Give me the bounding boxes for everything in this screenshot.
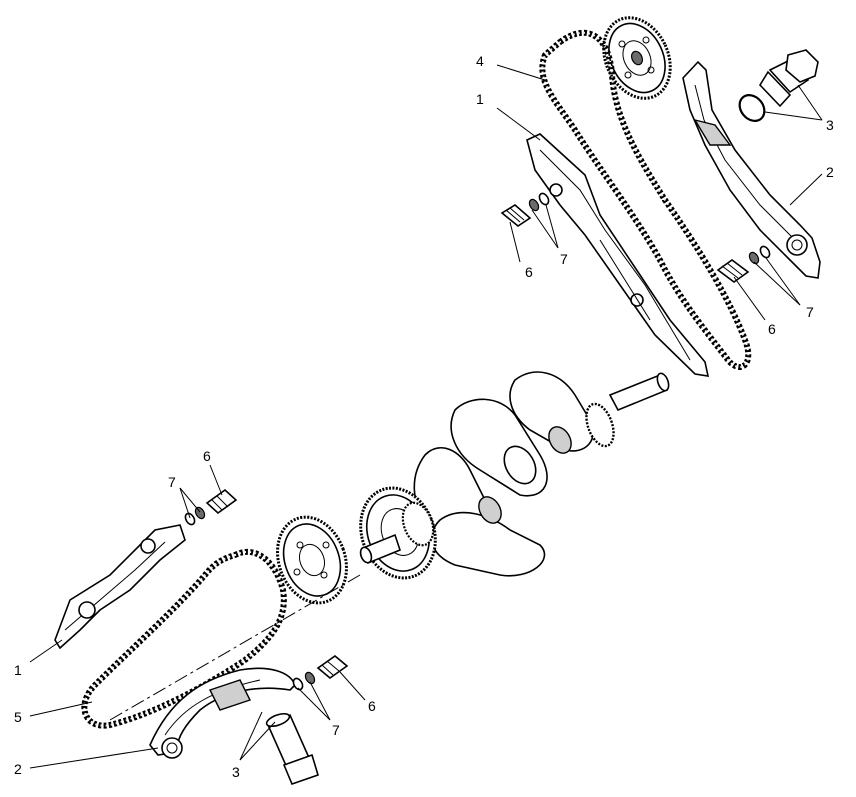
callout-7-upper-right-washers: 7 (806, 304, 814, 320)
lower-timing-chain (81, 548, 287, 729)
upper-tensioner-guide (682, 60, 821, 279)
callout-2-upper-tensioner-guide: 2 (826, 164, 834, 180)
lower-bottom-bolt-set (292, 654, 349, 691)
callout-4-upper-chain: 4 (476, 53, 484, 69)
upper-left-bolt-set (500, 192, 550, 227)
callout-6-upper-right-bolt: 6 (768, 321, 776, 337)
upper-tensioner-plunger (738, 49, 819, 122)
lower-tensioner-guide (149, 667, 296, 759)
upper-right-bolt-set (716, 245, 771, 283)
callout-3-upper-plunger: 3 (826, 117, 834, 133)
lower-tensioner-plunger (265, 712, 319, 786)
upper-camshaft-sprocket (602, 16, 672, 100)
callout-6-lower-top-bolt: 6 (203, 448, 211, 464)
lower-chain-guide (54, 524, 186, 650)
upper-chain-guide (526, 133, 710, 377)
callout-1-upper-guide: 1 (476, 91, 484, 107)
callout-2-lower-tensioner-guide: 2 (14, 761, 22, 777)
centerline (109, 574, 361, 721)
lower-crank-sprocket (276, 515, 348, 605)
leader-lines (29, 64, 823, 769)
callout-7-lower-top-washers: 7 (168, 474, 176, 490)
lower-top-bolt-set (184, 488, 238, 526)
callout-6-lower-bottom-bolt: 6 (368, 698, 376, 714)
upper-timing-chain (539, 29, 752, 370)
callout-3-lower-plunger: 3 (232, 764, 240, 780)
callout-5-lower-chain: 5 (14, 709, 22, 725)
crankshaft (359, 371, 670, 580)
callout-7-upper-left-washers: 7 (560, 251, 568, 267)
callout-labels: 4 1 3 2 6 7 7 6 7 6 1 5 2 3 7 6 (14, 53, 834, 780)
callout-6-upper-left-bolt: 6 (525, 264, 533, 280)
callout-7-lower-bottom-washers: 7 (332, 722, 340, 738)
callout-1-lower-guide: 1 (14, 662, 22, 678)
